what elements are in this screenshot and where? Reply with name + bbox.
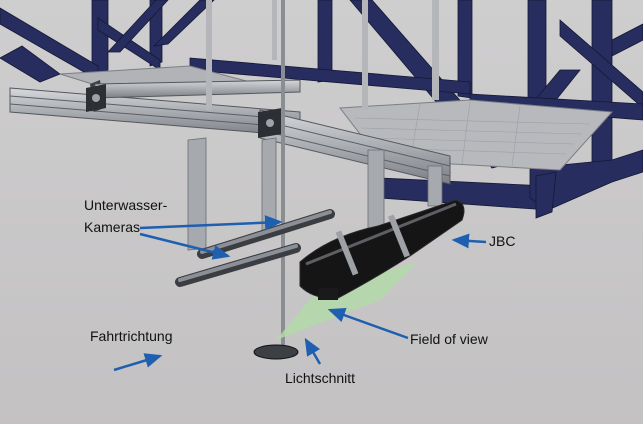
label-underwater-cameras-line1: Unterwasser- bbox=[84, 197, 168, 213]
annotation-arrows bbox=[113, 215, 487, 372]
light-sheet-paddle bbox=[253, 344, 299, 360]
label-jbc: JBC bbox=[489, 233, 516, 249]
jbc-hull bbox=[299, 199, 465, 300]
arrow-to-field-of-view bbox=[327, 308, 409, 340]
field-of-view bbox=[276, 262, 418, 340]
arrow-to-light-sheet bbox=[304, 337, 322, 365]
arrow-to-jbc bbox=[451, 233, 487, 249]
label-light-sheet: Lichtschnitt bbox=[285, 370, 356, 386]
arrow-to-upper-camera bbox=[139, 215, 283, 231]
light-sheet-rod bbox=[281, 0, 285, 345]
label-field-of-view: Field of view bbox=[410, 331, 488, 347]
arrow-direction-of-travel bbox=[113, 353, 163, 372]
aluminium-profiles bbox=[9, 0, 451, 251]
label-underwater-cameras-line2: Kameras bbox=[84, 219, 141, 235]
label-direction-of-travel: Fahrtrichtung bbox=[90, 328, 173, 344]
arrow-to-lower-camera bbox=[139, 232, 231, 260]
